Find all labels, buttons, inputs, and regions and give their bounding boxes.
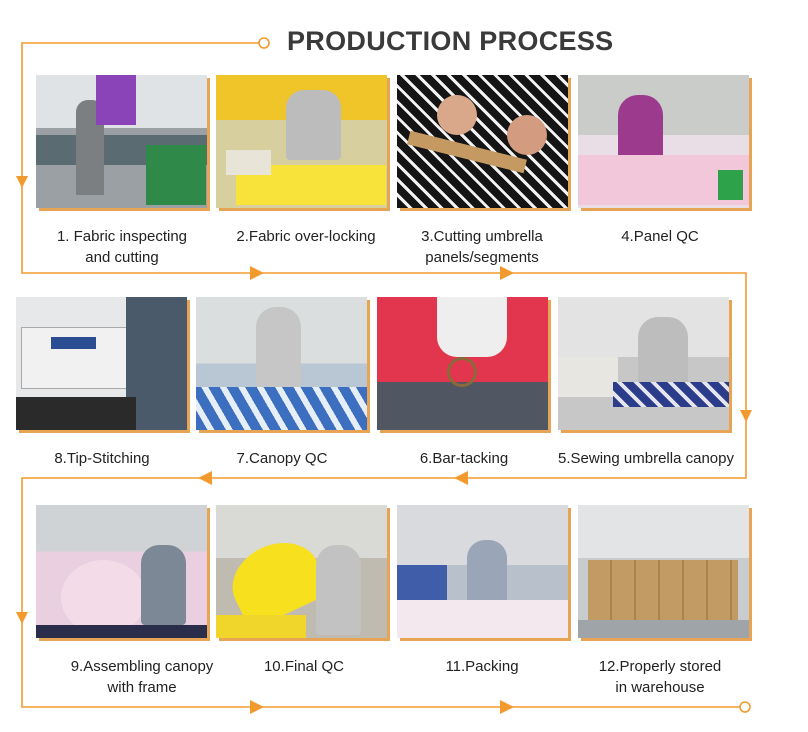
step-6-caption: 6.Bar-tacking	[419, 450, 509, 467]
photo-sewing-canopy	[558, 297, 729, 430]
photo-fabric-inspecting	[36, 75, 207, 208]
arrow-down-icon	[16, 612, 28, 624]
step-7-caption: 7.Canopy QC	[236, 450, 328, 467]
photo-final-qc	[216, 505, 387, 638]
arrow-right-icon	[500, 700, 514, 714]
step-11-caption: 11.Packing	[445, 658, 519, 675]
step-2-caption: 2.Fabric over-locking	[236, 228, 376, 245]
step-10-caption: 10.Final QC	[263, 658, 345, 675]
arrow-down-icon	[16, 176, 28, 188]
photo-tip-stitching	[16, 297, 187, 430]
arrow-right-icon	[250, 266, 264, 280]
step-8-caption: 8.Tip-Stitching	[54, 450, 150, 467]
arrow-left-icon	[454, 471, 468, 485]
arrow-down-icon	[740, 410, 752, 422]
step-4-caption: 4.Panel QC	[621, 228, 699, 245]
arrow-right-icon	[250, 700, 264, 714]
photo-fabric-over-locking	[216, 75, 387, 208]
page-title: PRODUCTION PROCESS	[287, 26, 614, 56]
arrow-right-icon	[500, 266, 514, 280]
step-5-caption: 5.Sewing umbrella canopy	[558, 450, 734, 467]
photo-cutting-panels	[397, 75, 568, 208]
photo-assembling-canopy	[36, 505, 207, 638]
photo-panel-qc	[578, 75, 749, 208]
photo-warehouse	[578, 505, 749, 638]
photo-bar-tacking	[377, 297, 548, 430]
photo-packing	[397, 505, 568, 638]
photo-canopy-qc	[196, 297, 367, 430]
arrow-left-icon	[198, 471, 212, 485]
